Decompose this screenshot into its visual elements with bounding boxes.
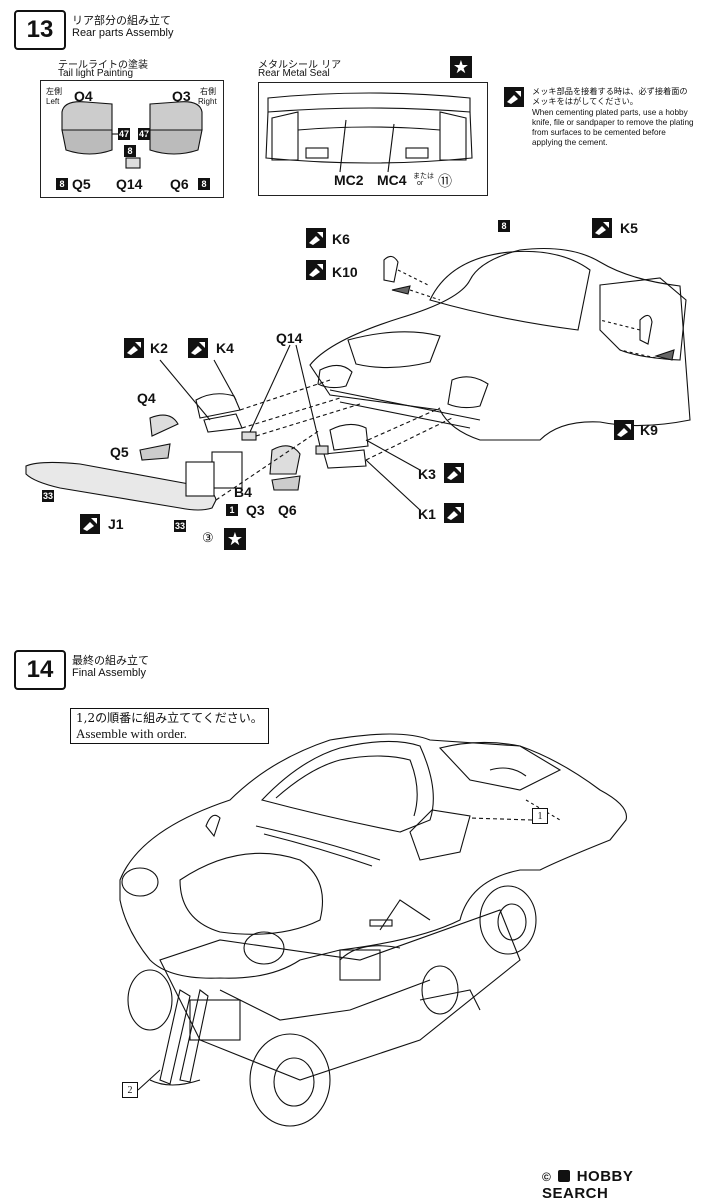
q6-paint-label: Q6 — [170, 176, 189, 192]
or-label-en: or — [417, 180, 424, 187]
color-11-label: ⑪ — [438, 173, 452, 189]
step-14-title-jp: 最終の組み立て — [72, 654, 149, 667]
assembly-order-jp: 1,2の順番に組み立ててください。 — [76, 711, 263, 725]
watermark: © HOBBY SEARCH — [542, 1168, 703, 1202]
step-13-title-en: Rear parts Assembly — [72, 27, 174, 39]
part-k1: K1 — [418, 506, 436, 522]
part-b4: B4 — [234, 484, 252, 500]
plate-star-icon: ★ — [224, 528, 246, 550]
cement-icon-k2 — [124, 338, 144, 358]
plating-note-en: When cementing plated parts, use a hobby… — [532, 108, 694, 147]
q3-paint-label: Q3 — [172, 88, 191, 104]
cement-icon-k6 — [306, 228, 326, 248]
right-label-jp: 右側 — [200, 87, 216, 96]
color-33-right: 33 — [174, 520, 186, 532]
mc2-label: MC2 — [334, 172, 364, 188]
part-k10: K10 — [332, 264, 358, 280]
color-33-left: 33 — [42, 490, 54, 502]
color-8-q5: 8 — [56, 178, 68, 190]
part-k6: K6 — [332, 231, 350, 247]
cement-icon-k3 — [444, 463, 464, 483]
watermark-copyright: © — [542, 1170, 552, 1184]
cement-icon-k4 — [188, 338, 208, 358]
step-13-number: 13 — [14, 10, 66, 50]
step-14-number: 14 — [14, 650, 66, 690]
part-q3: Q3 — [246, 502, 265, 518]
part-j1: J1 — [108, 516, 124, 532]
part-q6: Q6 — [278, 502, 297, 518]
left-label-en: Left — [46, 97, 60, 106]
metal-seal-title-en: Rear Metal Seal — [258, 68, 330, 79]
q5-paint-label: Q5 — [72, 176, 91, 192]
mc4-label: MC4 — [377, 172, 407, 188]
plating-note-jp: メッキ部品を接着する時は、必ず接着面のメッキをはがしてください。 — [532, 86, 688, 106]
tail-light-title-jp: テールライトの塗装 — [58, 60, 148, 71]
tail-light-panel — [40, 80, 224, 198]
part-k9: K9 — [640, 422, 658, 438]
part-q4: Q4 — [137, 390, 156, 406]
step-13-title-jp: リア部分の組み立て — [72, 14, 171, 27]
left-label-jp: 左側 — [46, 87, 62, 96]
cement-icon-k9 — [614, 420, 634, 440]
color-1-plate: 1 — [226, 504, 238, 516]
decal-3-label: ③ — [202, 530, 214, 545]
color-47-left: 47 — [118, 128, 130, 140]
right-label-en: Right — [198, 97, 217, 106]
cement-icon-k5 — [592, 218, 612, 238]
color-8-body: 8 — [498, 220, 510, 232]
part-k3: K3 — [418, 466, 436, 482]
q4-paint-label: Q4 — [74, 88, 93, 104]
callout-1: 1 — [532, 808, 548, 824]
metal-seal-panel — [258, 82, 488, 196]
callout-2: 2 — [122, 1082, 138, 1098]
tail-light-title-en: Tail light Painting — [58, 68, 134, 79]
q14-paint-label: Q14 — [116, 176, 143, 192]
assembly-order-en: Assemble with order. — [76, 726, 187, 741]
metal-seal-star-icon: ★ — [450, 56, 472, 78]
plating-note-icon — [504, 87, 524, 107]
rear-assembly-drawing — [25, 92, 691, 511]
metal-seal-title-jp: メタルシール リア — [258, 60, 342, 71]
cement-icon-j1 — [80, 514, 100, 534]
or-label-jp: または — [413, 172, 434, 180]
part-k5: K5 — [620, 220, 638, 236]
part-q14: Q14 — [276, 330, 303, 346]
cement-icon-k1 — [444, 503, 464, 523]
step-14-title-en: Final Assembly — [72, 667, 146, 679]
part-k2: K2 — [150, 340, 168, 356]
color-8-q14: 8 — [124, 145, 136, 157]
cement-icon-k10 — [306, 260, 326, 280]
part-k4: K4 — [216, 340, 234, 356]
hobby-search-logo-icon — [558, 1170, 571, 1182]
assembly-order-note: 1,2の順番に組み立ててください。 Assemble with order. — [70, 708, 269, 744]
watermark-brand: HOBBY SEARCH — [542, 1168, 634, 1202]
part-q5: Q5 — [110, 444, 129, 460]
color-8-q6: 8 — [198, 178, 210, 190]
